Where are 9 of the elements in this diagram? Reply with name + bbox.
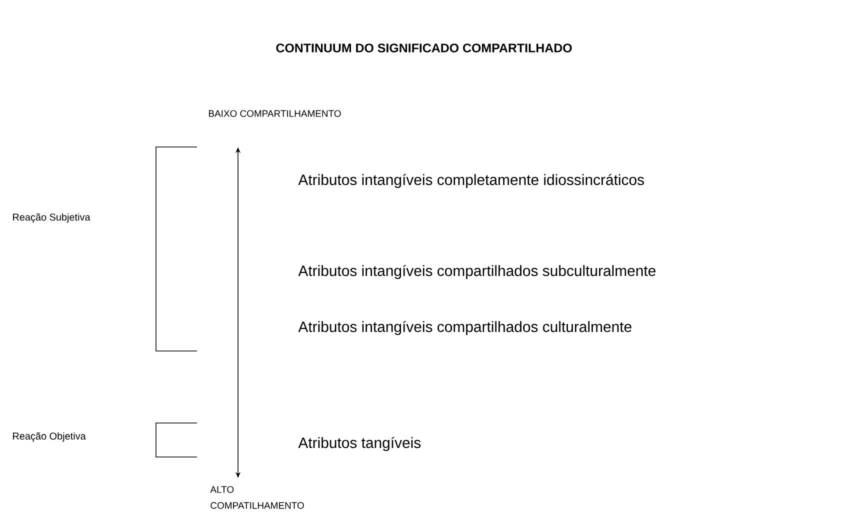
bracket-label: Reação Subjetiva bbox=[13, 213, 90, 223]
title: CONTINUUM DO SIGNIFICADO COMPARTILHADO bbox=[276, 44, 572, 52]
attribute-label: Atributos intangíveis compartilhados culturalmente bbox=[298, 320, 632, 336]
scale-end-label: BAIXO COMPARTILHAMENTO bbox=[209, 110, 341, 117]
attribute-label: Atributos tangíveis bbox=[298, 436, 421, 452]
scale-end-label: ALTO COMPATILHAMENTO bbox=[210, 486, 304, 509]
attribute-label: Atributos intangíveis completamente idiossincráticos bbox=[298, 174, 644, 188]
bracket-label: Reação Objetiva bbox=[13, 432, 86, 442]
attribute-label: Atributos intangíveis compartilhados subculturalmente bbox=[298, 264, 656, 280]
